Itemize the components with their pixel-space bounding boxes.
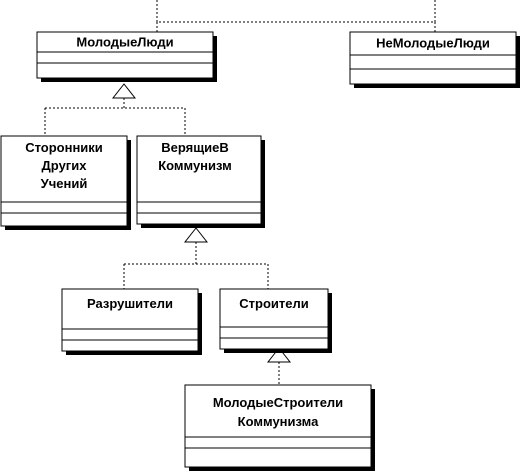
class-name: НеМолодыеЛюди [376, 36, 490, 51]
class-name: Разрушители [87, 296, 173, 311]
class-stroiteli[interactable]: Строители [219, 288, 332, 353]
class-name: Коммунизма [238, 414, 319, 429]
class-name: Сторонники [25, 140, 103, 155]
class-name: Других [42, 158, 88, 173]
class-name: ВерящиеВ [161, 140, 229, 155]
class-ne-molodye-lyudi[interactable]: НеМолодыеЛюди [349, 31, 520, 88]
inheritance-arrow-icon [111, 83, 137, 99]
inheritance-arrow-icon [266, 347, 292, 363]
class-name: МолодыеЛюди [76, 35, 173, 50]
generalization-to-veryashchie [123, 242, 269, 289]
class-molodye-stroiteli-kommunizma[interactable]: МолодыеСтроители Коммунизма [184, 384, 375, 471]
generalization-to-molodye-lyudi [44, 98, 186, 136]
class-razrushiteli[interactable]: Разрушители [61, 288, 202, 355]
class-name: Строители [239, 296, 308, 311]
class-name: МолодыеСтроители [213, 395, 343, 410]
class-name: Коммунизм [158, 158, 232, 173]
class-molodye-lyudi[interactable]: МолодыеЛюди [36, 31, 217, 82]
class-veryashchie-v-kommunizm[interactable]: ВерящиеВ Коммунизм [136, 135, 265, 228]
class-storonniki-drugikh-ucheniy[interactable]: Сторонники Других Учений [0, 135, 131, 230]
inheritance-arrow-icon [183, 227, 209, 243]
association-connector [156, 0, 436, 32]
class-name: Учений [41, 176, 88, 191]
